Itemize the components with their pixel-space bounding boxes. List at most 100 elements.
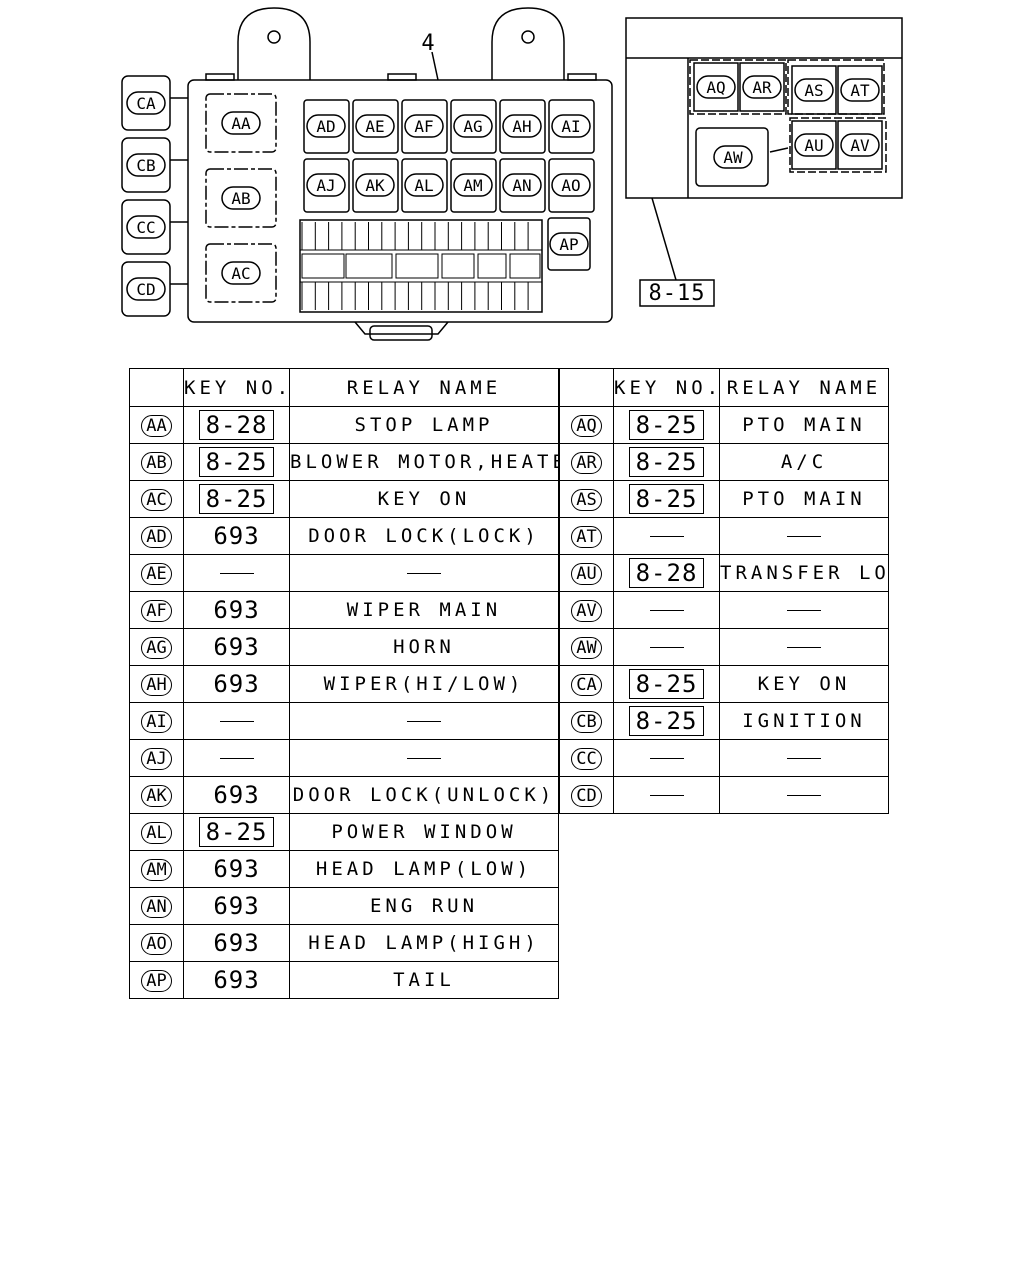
key-number: 693: [213, 781, 260, 809]
key-number: 693: [213, 966, 260, 994]
side-relay-cc-tag-label: CC: [136, 218, 155, 237]
key-no-cell: [183, 702, 290, 740]
right-header-key: KEY NO.: [613, 368, 720, 407]
empty-dash: [649, 536, 684, 537]
relay-code-cell: AM: [129, 850, 184, 888]
key-no-cell: 693: [183, 665, 290, 703]
relay-name-cell: [719, 591, 889, 629]
key-number: 693: [213, 855, 260, 883]
aux-relay-box: [625, 17, 903, 199]
relay-name-cell: [719, 739, 889, 777]
key-number-ref: 8-25: [198, 817, 275, 847]
fuse-ac-tag: AC: [221, 261, 261, 285]
aux-relay-at: [837, 65, 883, 115]
relay-name-cell: DOOR LOCK(LOCK): [289, 517, 559, 555]
relay-ao-tag: AO: [551, 173, 591, 197]
right-header-relay: RELAY NAME: [719, 368, 889, 407]
fuse-ab-tag-label: AB: [231, 189, 250, 208]
relay-code-cell: CD: [559, 776, 614, 814]
relay-code-cd: CD: [571, 784, 602, 807]
part-number-leader: [431, 51, 439, 81]
empty-dash: [407, 721, 441, 722]
relay-name-cell: [719, 517, 889, 555]
relay-name-cell: [289, 702, 559, 740]
fuse-slot: [441, 253, 475, 279]
empty-dash: [649, 647, 684, 648]
relay-ad-tag-label: AD: [316, 117, 335, 136]
table-row: AJ: [129, 739, 559, 777]
relay-code-ae: AE: [141, 562, 172, 585]
relay-code-ab: AB: [141, 451, 172, 474]
relay-name-cell: [289, 739, 559, 777]
relay-an-tag-label: AN: [512, 176, 531, 195]
left-header-key: KEY NO.: [183, 368, 290, 407]
relay-code-ap: AP: [141, 969, 172, 992]
relay-code-au: AU: [571, 562, 602, 585]
relay-code-cell: AA: [129, 406, 184, 444]
relay-name-cell: TRANSFER LO: [719, 554, 889, 592]
relay-code-aj: AJ: [141, 747, 172, 770]
key-number-ref: 8-25: [198, 447, 275, 477]
aux-relay-as-tag: AS: [794, 78, 834, 102]
relay-code-cell: AR: [559, 443, 614, 481]
aux-relay-aq-tag: AQ: [696, 75, 736, 99]
relay-code-ag: AG: [141, 636, 172, 659]
aux-relay-ar-tag-label: AR: [752, 78, 772, 97]
relay-ae-tag: AE: [355, 114, 395, 138]
relay-code-cell: AH: [129, 665, 184, 703]
key-no-cell: [183, 554, 290, 592]
fuse-ac: [205, 243, 277, 303]
key-number-ref: 8-25: [628, 706, 705, 736]
left-header-code: [129, 368, 184, 407]
relay-aj-tag: AJ: [306, 173, 346, 197]
fuse-ab-tag: AB: [221, 186, 261, 210]
side-relay-ca: [121, 75, 171, 131]
key-no-cell: [613, 739, 720, 777]
relay-name-cell: WIPER(HI/LOW): [289, 665, 559, 703]
key-no-cell: 693: [183, 887, 290, 925]
relay-ae-tag-label: AE: [365, 117, 384, 136]
relay-code-cell: AL: [129, 813, 184, 851]
fuse-aa-tag: AA: [221, 111, 261, 135]
relay-aj: [303, 158, 350, 213]
top-tab-right: [567, 73, 597, 81]
relay-code-ak: AK: [141, 784, 172, 807]
table-row: AI: [129, 702, 559, 740]
right-header-code: [559, 368, 614, 407]
aux-relay-aq-tag-label: AQ: [706, 78, 725, 97]
relay-code-ah: AH: [141, 673, 172, 696]
key-no-cell: 693: [183, 517, 290, 555]
relay-code-cell: AI: [129, 702, 184, 740]
relay-code-cell: AG: [129, 628, 184, 666]
right-header-row: KEY NO.RELAY NAME: [559, 368, 889, 407]
relay-code-ca: CA: [571, 673, 602, 696]
key-no-cell: [613, 776, 720, 814]
relay-ag-tag: AG: [453, 114, 493, 138]
left-header-relay: RELAY NAME: [289, 368, 559, 407]
relay-code-as: AS: [571, 488, 602, 511]
key-number: 693: [213, 929, 260, 957]
relay-code-cell: AT: [559, 517, 614, 555]
relay-name-cell: A/C: [719, 443, 889, 481]
key-number: 693: [213, 670, 260, 698]
key-no-cell: 693: [183, 924, 290, 962]
relay-code-an: AN: [141, 895, 172, 918]
relay-code-aw: AW: [571, 636, 602, 659]
fuse-block: [299, 219, 543, 313]
relay-code-aa: AA: [141, 414, 172, 437]
empty-dash: [649, 610, 684, 611]
relay-code-cc: CC: [571, 747, 602, 770]
relay-code-av: AV: [571, 599, 602, 622]
key-number-ref: 8-25: [628, 669, 705, 699]
empty-dash: [787, 795, 821, 796]
left-mount-hole: [267, 30, 281, 44]
